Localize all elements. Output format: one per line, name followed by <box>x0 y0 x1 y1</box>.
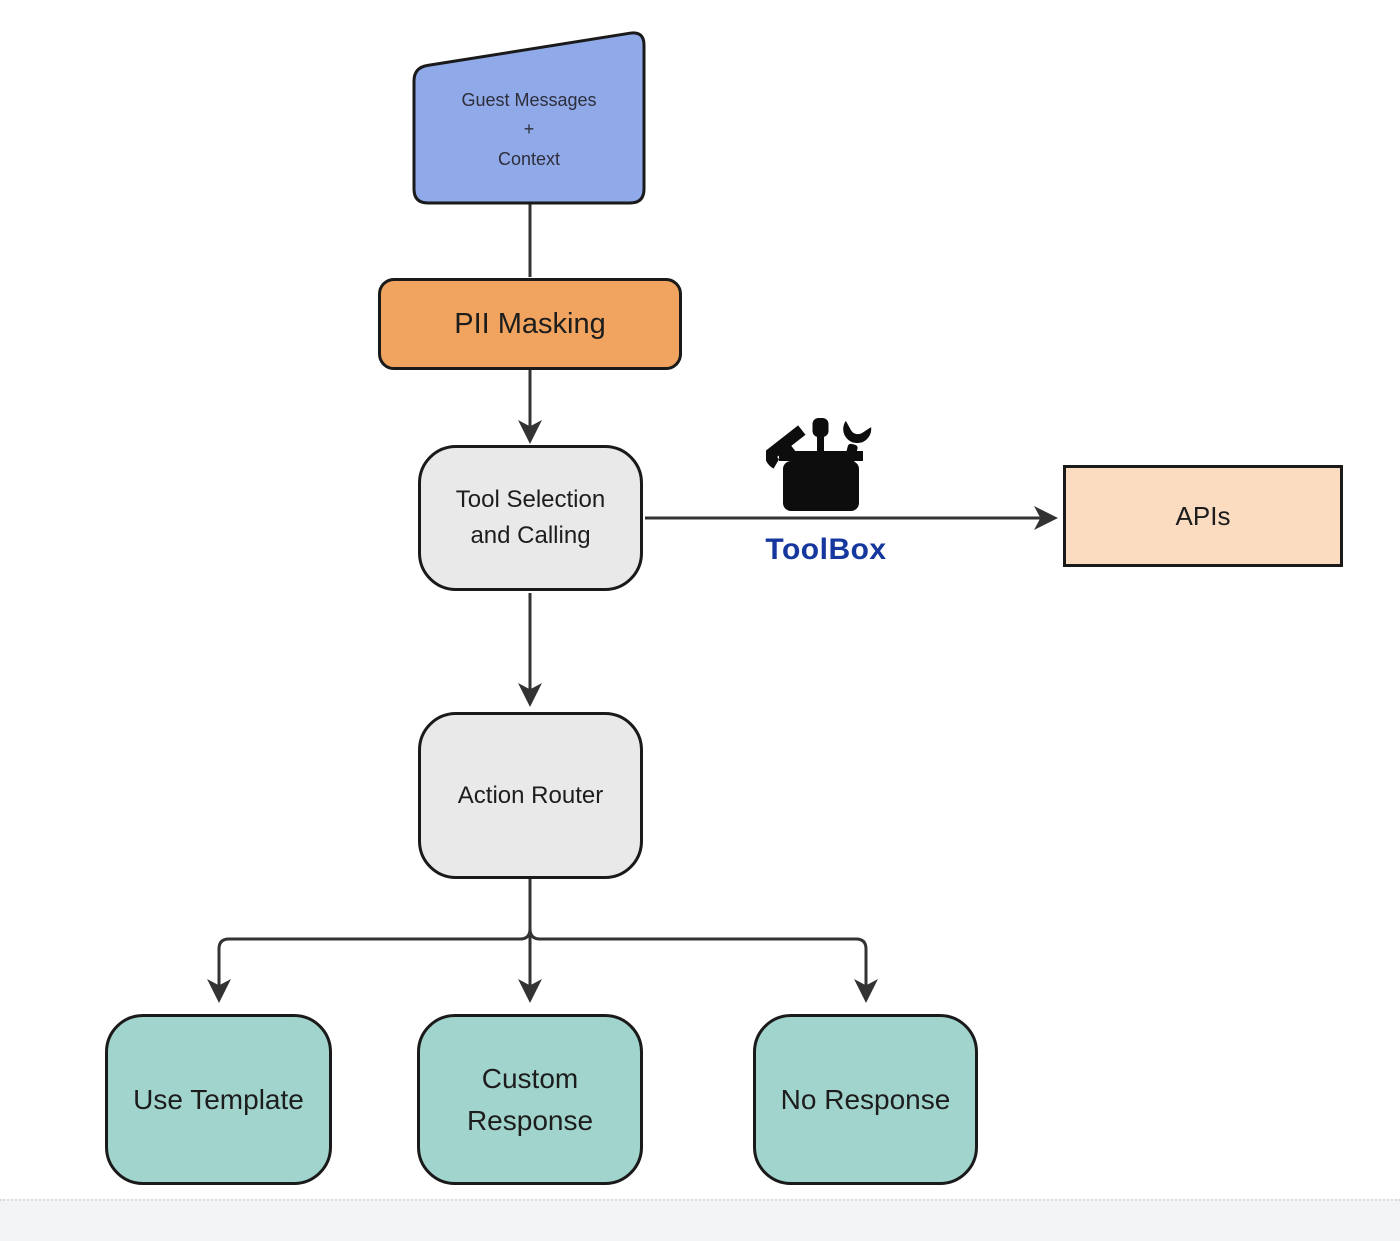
apis-label: APIs <box>1175 500 1231 531</box>
tool-selection-line: Tool Selection <box>455 486 606 513</box>
pii-masking-label: PII Masking <box>454 307 606 340</box>
guest-messages-line: + <box>523 119 535 140</box>
custom-response-line: Response <box>466 1104 594 1136</box>
guest-messages-node: Guest Messages + Context <box>412 31 646 205</box>
toolbox-label: ToolBox <box>765 533 887 566</box>
use-template-node: Use Template <box>105 1014 332 1185</box>
page-bottom-strip <box>0 1199 1400 1241</box>
guest-messages-line: Context <box>497 148 561 169</box>
custom-response-node: Custom Response <box>417 1014 643 1185</box>
tool-selection-node: Tool Selection and Calling <box>418 445 643 591</box>
guest-messages-shape <box>412 31 646 205</box>
connector-action-to-template <box>207 879 532 1003</box>
toolbox-icon <box>764 418 876 514</box>
no-response-label: No Response <box>780 1083 951 1115</box>
custom-response-line: Custom <box>481 1062 579 1094</box>
guest-messages-text: Guest Messages + Context <box>414 31 644 203</box>
guest-messages-line: Guest Messages <box>461 90 597 111</box>
use-template-label: Use Template <box>133 1083 304 1115</box>
no-response-node: No Response <box>753 1014 978 1185</box>
action-router-node: Action Router <box>418 712 643 879</box>
apis-node: APIs <box>1063 465 1343 567</box>
action-router-label: Action Router <box>457 781 604 809</box>
connector-action-to-noresponse <box>528 879 878 1003</box>
tool-selection-line: and Calling <box>470 522 591 549</box>
pii-masking-node: PII Masking <box>378 278 682 370</box>
